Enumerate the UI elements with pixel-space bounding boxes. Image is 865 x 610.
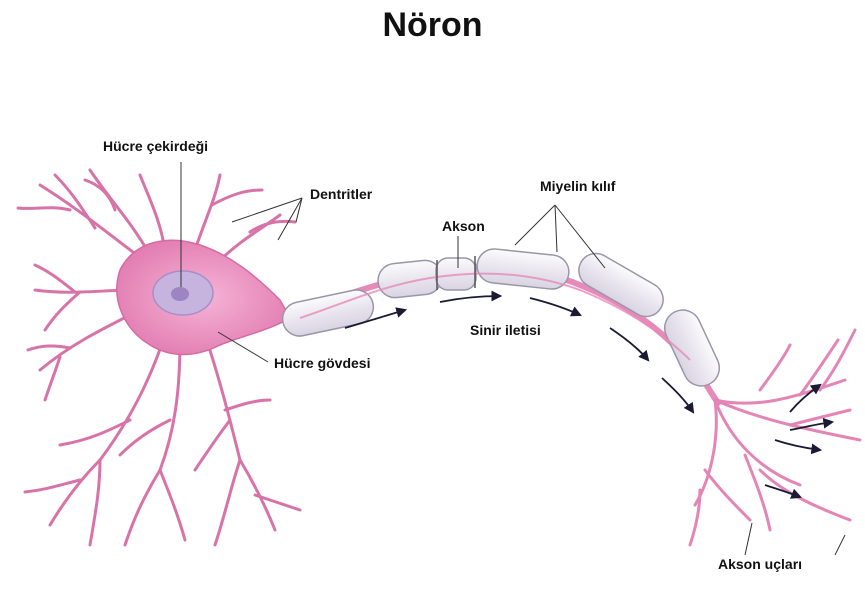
label-dendrites: Dentritler: [310, 186, 372, 202]
label-axon: Akson: [442, 218, 485, 234]
label-axon-terminals: Akson uçları: [718, 556, 802, 572]
label-cell-body: Hücre gövdesi: [274, 355, 370, 371]
label-myelin: Miyelin kılıf: [540, 178, 615, 194]
impulse-arrows: [345, 296, 832, 497]
label-nucleus: Hücre çekirdeği: [103, 138, 208, 154]
label-impulse: Sinir iletisi: [470, 322, 541, 338]
